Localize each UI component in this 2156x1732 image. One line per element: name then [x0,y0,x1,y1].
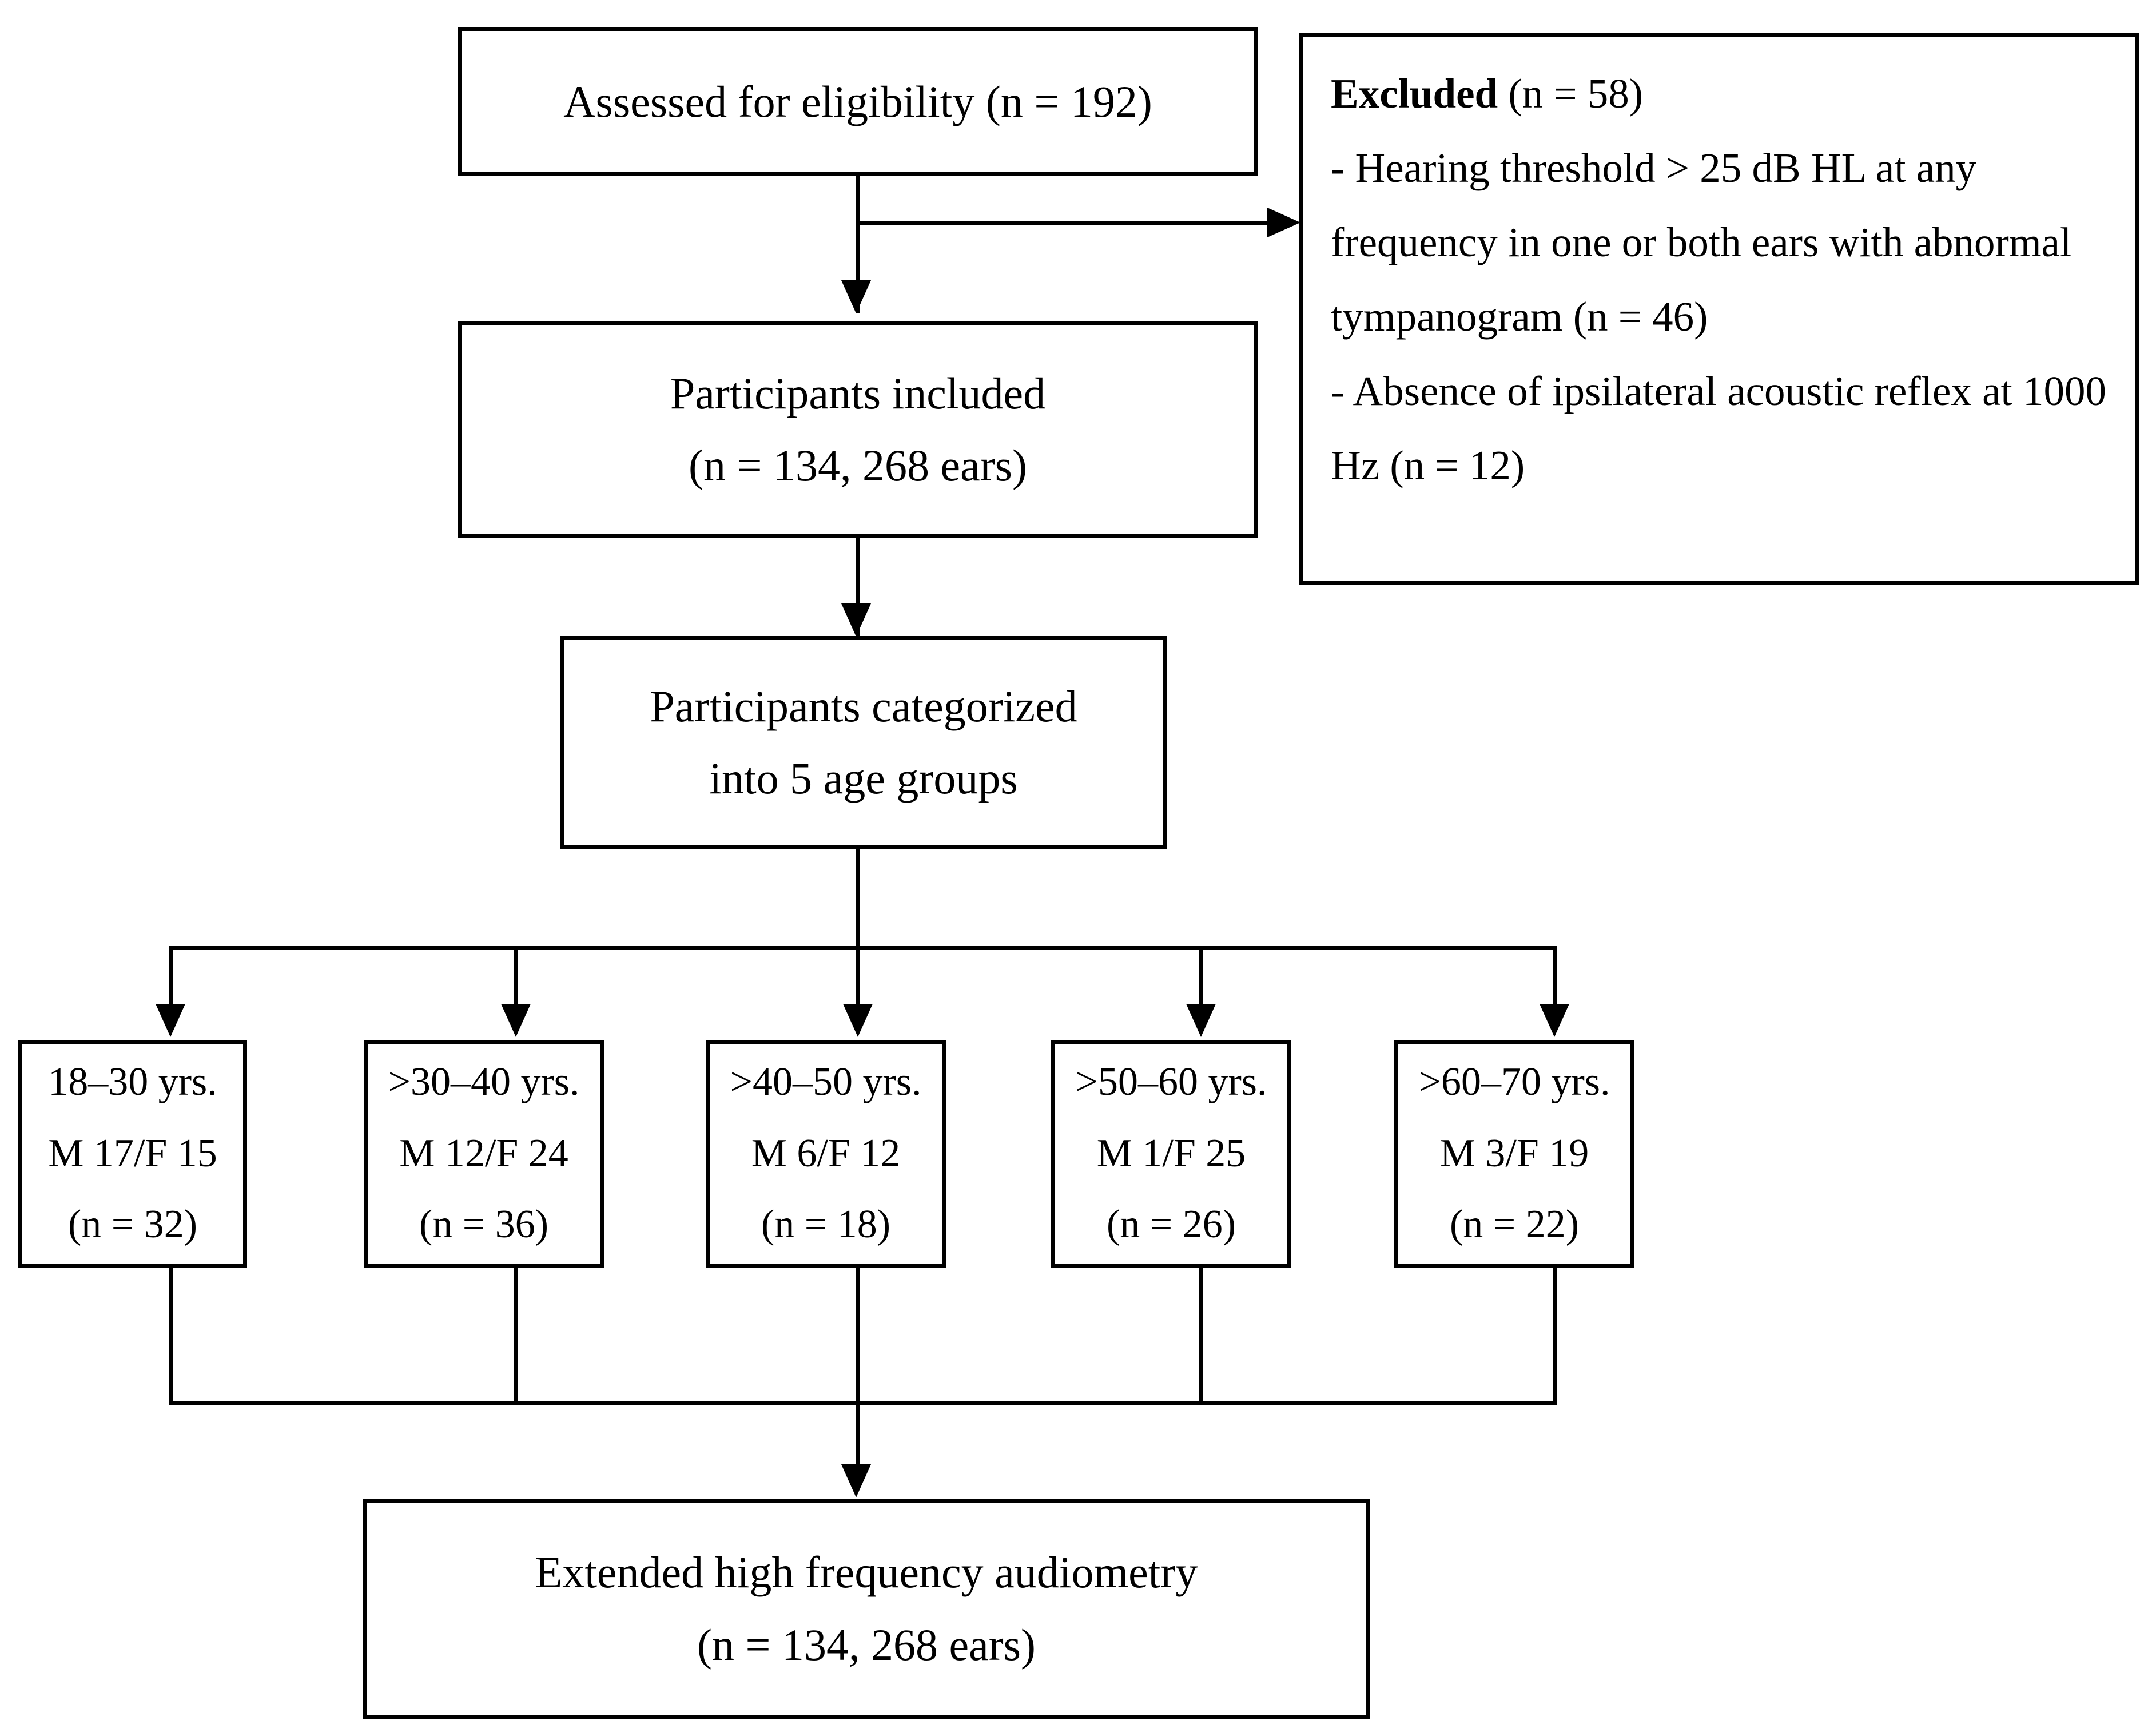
node-categorized-line-2: into 5 age groups [709,753,1018,803]
arrow-to-audiometry [841,1464,871,1497]
node-age-group-50-60: >50–60 yrs. M 1/F 25 (n = 26) [1051,1040,1291,1268]
fanout-distribution-bar [169,946,1557,950]
merge-riser-4 [1199,1268,1203,1404]
merge-riser-2 [514,1268,518,1404]
age-group-sex: M 6/F 12 [751,1131,901,1175]
age-group-count: (n = 32) [67,1202,198,1247]
age-group-sex: M 17/F 15 [48,1131,217,1175]
node-included-line-2: (n = 134, 268 ears) [688,440,1027,490]
arrow-to-age-group-18-30 [156,1004,185,1037]
arrow-to-excluded [1267,208,1300,237]
age-group-range: >50–60 yrs. [1075,1060,1267,1105]
fanout-drop-3 [856,946,860,1008]
connector-categorized-to-fanout-line [856,849,860,948]
excluded-bullet-1: - Hearing threshold > 25 dB HL at any fr… [1331,144,2072,340]
age-group-range: >60–70 yrs. [1418,1060,1610,1105]
age-group-range: >40–50 yrs. [730,1060,922,1105]
merge-riser-5 [1553,1268,1557,1404]
node-extended-high-frequency-audiometry: Extended high frequency audiometry (n = … [363,1499,1370,1719]
excluded-heading-count: (n = 58) [1498,70,1644,117]
node-age-group-30-40: >30–40 yrs. M 12/F 24 (n = 36) [364,1040,604,1268]
node-assessed-for-eligibility: Assessed for eligibility (n = 192) [458,27,1258,176]
age-group-range: >30–40 yrs. [388,1060,580,1105]
age-group-sex: M 3/F 19 [1439,1131,1589,1175]
excluded-heading: Excluded (n = 58) [1331,57,1643,131]
node-audiometry-line-2: (n = 134, 268 ears) [697,1619,1036,1670]
connector-merge-to-audiometry-line [856,1401,860,1469]
node-age-group-18-30: 18–30 yrs. M 17/F 15 (n = 32) [18,1040,247,1268]
excluded-heading-label: Excluded [1331,70,1498,117]
merge-riser-3 [856,1268,860,1404]
fanout-drop-4 [1199,946,1203,1008]
age-group-range: 18–30 yrs. [48,1060,217,1105]
arrow-to-age-group-50-60 [1186,1004,1216,1037]
node-categorized-line-1: Participants categorized [650,681,1077,731]
age-group-count: (n = 18) [761,1202,891,1247]
age-group-sex: M 1/F 25 [1096,1131,1246,1175]
connector-included-to-categorized-line [856,538,860,638]
fanout-drop-2 [514,946,518,1008]
node-excluded: Excluded (n = 58) - Hearing threshold > … [1299,33,2139,585]
node-assessed-line-1: Assessed for eligibility (n = 192) [563,76,1152,126]
connector-to-excluded-line [856,221,1271,225]
connector-assessed-to-included-line [856,176,860,313]
node-audiometry-line-1: Extended high frequency audiometry [535,1547,1198,1598]
age-group-sex: M 12/F 24 [399,1131,568,1175]
arrow-to-age-group-60-70 [1540,1004,1569,1037]
arrow-to-age-group-30-40 [501,1004,531,1037]
node-participants-included: Participants included (n = 134, 268 ears… [458,321,1258,538]
merge-riser-1 [169,1268,173,1404]
fanout-drop-5 [1553,946,1557,1008]
excluded-bullet-2: - Absence of ipsilateral acoustic reflex… [1331,367,2107,488]
fanout-drop-1 [169,946,173,1008]
arrow-included-to-categorized [841,603,871,637]
age-group-count: (n = 36) [419,1202,549,1247]
node-age-group-60-70: >60–70 yrs. M 3/F 19 (n = 22) [1394,1040,1634,1268]
arrow-assessed-to-included [841,280,871,313]
age-group-count: (n = 22) [1449,1202,1580,1247]
merge-collection-bar [169,1401,1557,1405]
age-group-count: (n = 26) [1106,1202,1236,1247]
arrow-to-age-group-40-50 [843,1004,873,1037]
node-included-line-1: Participants included [670,368,1046,418]
node-participants-categorized: Participants categorized into 5 age grou… [560,636,1167,849]
node-age-group-40-50: >40–50 yrs. M 6/F 12 (n = 18) [706,1040,946,1268]
